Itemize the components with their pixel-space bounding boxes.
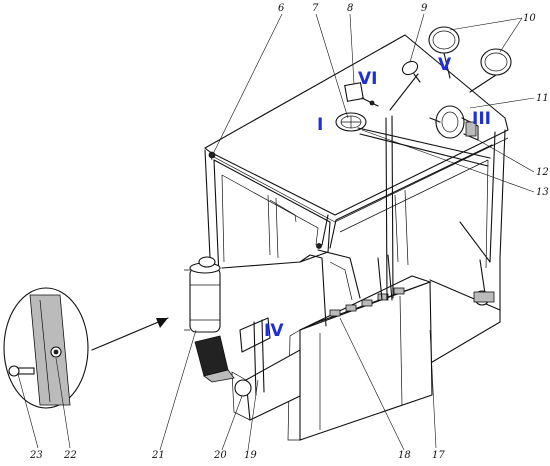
part-label-23: 23 <box>29 450 43 461</box>
battery-box <box>194 335 235 383</box>
fire-extinguisher <box>184 256 221 333</box>
part-label-8: 8 <box>347 3 353 14</box>
part-label-22: 22 <box>63 450 77 461</box>
part-label-6: 6 <box>278 3 285 14</box>
zone-labels: I III IV V VI <box>264 55 491 341</box>
mirror <box>401 60 421 83</box>
leader-lines <box>17 13 535 451</box>
part-label-11: 11 <box>536 93 549 104</box>
roof-headlights <box>428 26 512 93</box>
part-label-13: 13 <box>536 187 549 198</box>
part-number-labels: 6 7 8 9 10 11 12 13 17 18 19 20 21 22 23 <box>29 3 549 461</box>
detail-inset <box>3 287 169 409</box>
part-label-10: 10 <box>523 13 536 24</box>
fan-motor <box>429 105 479 141</box>
part-label-18: 18 <box>398 450 411 461</box>
roof-tubes <box>357 73 491 167</box>
part-label-9: 9 <box>421 3 428 14</box>
part-label-7: 7 <box>312 3 319 14</box>
zone-label-iii: III <box>472 109 491 129</box>
zone-label-i: I <box>317 115 323 135</box>
part-label-12: 12 <box>536 167 549 178</box>
zone-label-vi: VI <box>358 69 377 89</box>
ceiling-lamp <box>344 82 379 107</box>
part-label-20: 20 <box>213 450 227 461</box>
part-label-21: 21 <box>151 450 165 461</box>
part-label-19: 19 <box>244 450 257 461</box>
part-label-17: 17 <box>432 450 445 461</box>
pedal-assembly <box>231 317 301 421</box>
rear-wiper <box>459 221 495 306</box>
zone-label-v: V <box>438 55 452 75</box>
control-console <box>287 115 433 441</box>
zone-label-iv: IV <box>264 321 284 341</box>
vent-grille <box>335 112 367 132</box>
